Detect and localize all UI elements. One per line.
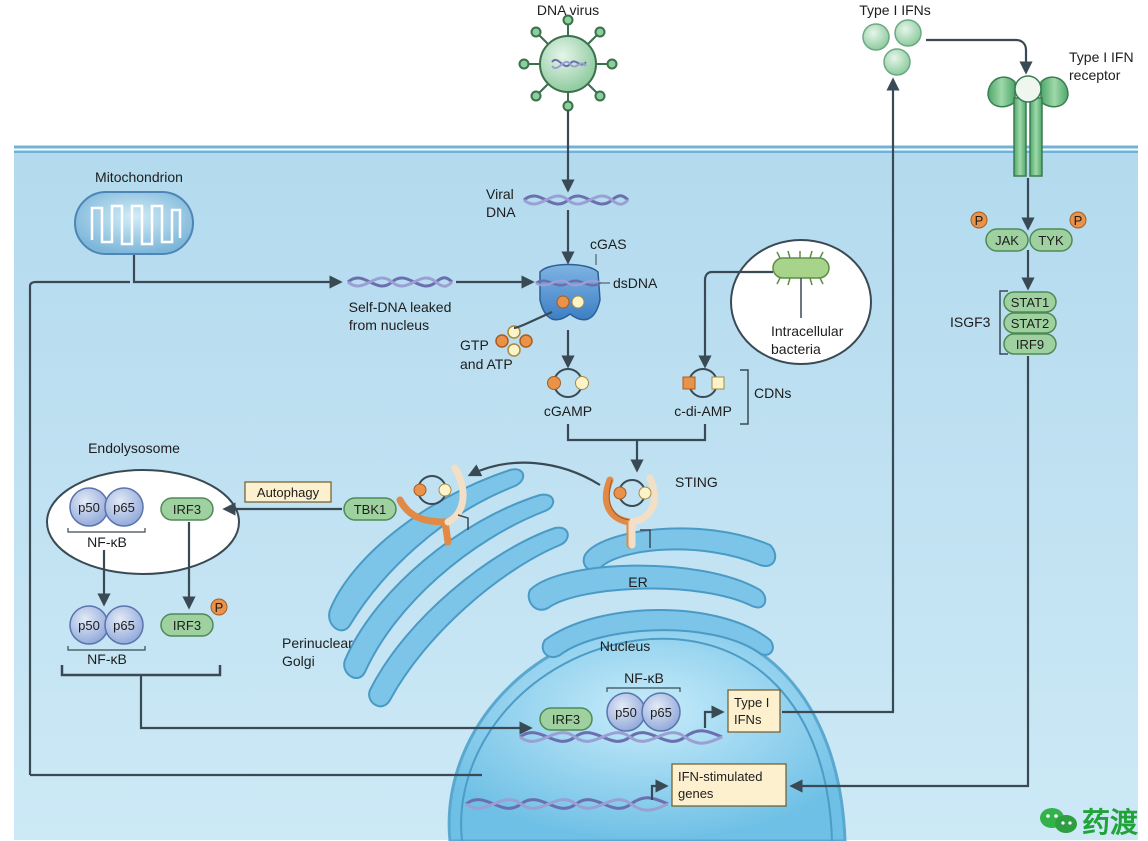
- cgamp-label: cGAMP: [544, 403, 592, 419]
- svg-text:IRF3: IRF3: [173, 618, 201, 633]
- cdns-label: CDNs: [754, 385, 791, 401]
- svg-text:IRF3: IRF3: [173, 502, 201, 517]
- svg-text:IFNs: IFNs: [734, 712, 762, 727]
- nfkb-label: NF-κB: [624, 670, 664, 686]
- p65-label: p65: [113, 618, 135, 633]
- phosphate-label: P: [975, 213, 984, 228]
- cgas-enzyme: [535, 254, 610, 321]
- svg-text:genes: genes: [678, 786, 714, 801]
- golgi-label-1: Perinuclear: [282, 635, 353, 651]
- nfkb-label: NF-κB: [87, 534, 127, 550]
- cdiamp-molecule: [682, 368, 725, 398]
- irf3-endolysosome: IRF3: [160, 497, 214, 521]
- p65-label: p65: [650, 705, 672, 720]
- cgas-label: cGAS: [590, 236, 627, 252]
- nfkb-complex-nucleus: p50 p65 NF-κB: [606, 670, 681, 732]
- endolysosome: [46, 469, 240, 575]
- ifn-receptor-label-2: receptor: [1069, 67, 1121, 83]
- nfkb-complex-cytoplasm: p50 p65 NF-κB: [67, 605, 146, 667]
- gtp-label-1: GTP: [460, 337, 489, 353]
- self-dna-label-1: Self-DNA leaked: [349, 299, 452, 315]
- arrows: [28, 38, 1035, 800]
- golgi-apparatus: [328, 468, 569, 708]
- sting-golgi: [396, 464, 469, 546]
- bacteria-label-1: Intracellular: [771, 323, 844, 339]
- nfkb-complex-endolysosome: p50 p65 NF-κB: [67, 487, 146, 550]
- watermark-text: 药渡: [1082, 806, 1139, 839]
- svg-text:JAK: JAK: [995, 233, 1019, 248]
- gtp-atp-molecules: [495, 325, 533, 357]
- gtp-label-2: and ATP: [460, 356, 513, 372]
- viral-dna-helix: [523, 194, 630, 206]
- isgf3-complex: STAT1 STAT2 IRF9: [1003, 291, 1057, 355]
- mitochondrion: [74, 191, 194, 255]
- self-dna-helix: [347, 276, 454, 288]
- p65-label: p65: [113, 500, 135, 515]
- irf3-phosphorylated: IRF3 P: [160, 598, 228, 637]
- sting-er: [602, 474, 658, 549]
- svg-text:Type I: Type I: [734, 695, 769, 710]
- endolysosome-label: Endolysosome: [88, 440, 180, 456]
- er-label: ER: [628, 574, 647, 590]
- self-dna-label-2: from nucleus: [349, 317, 429, 333]
- cgamp-molecule: [547, 368, 589, 398]
- p50-label: p50: [615, 705, 637, 720]
- svg-text:TYK: TYK: [1038, 233, 1064, 248]
- irf3-nucleus: IRF3: [539, 707, 593, 731]
- ifn-receptor: [987, 75, 1069, 177]
- ifn-receptor-label-1: Type I IFN: [1069, 49, 1134, 65]
- nucleus-label: Nucleus: [600, 638, 651, 654]
- viral-dna-label-1: Viral: [486, 186, 514, 202]
- svg-text:TBK1: TBK1: [354, 502, 387, 517]
- p50-label: p50: [78, 500, 100, 515]
- sting-label: STING: [675, 474, 718, 490]
- jak-pill: JAK P: [970, 211, 1029, 252]
- isgf3-label: ISGF3: [950, 314, 991, 330]
- p50-label: p50: [78, 618, 100, 633]
- svg-text:IFN-stimulated: IFN-stimulated: [678, 769, 763, 784]
- svg-text:Autophagy: Autophagy: [257, 485, 320, 500]
- type1-ifn-molecules: [862, 19, 922, 76]
- phosphate-label: P: [215, 600, 224, 615]
- bacterium: [772, 250, 830, 318]
- viral-dna-label-2: DNA: [486, 204, 516, 220]
- endoplasmic-reticulum: [527, 527, 777, 659]
- dsdna-label: dsDNA: [613, 275, 658, 291]
- phosphate-label: P: [1074, 213, 1083, 228]
- tyk-pill: TYK P: [1029, 211, 1087, 252]
- isg-gene-box: IFN-stimulated genes: [671, 763, 787, 807]
- stat1-label: STAT1: [1011, 295, 1050, 310]
- nfkb-label: NF-κB: [87, 651, 127, 667]
- nuclear-dna-helix-upper: [519, 729, 723, 745]
- dna-virus-particle: [518, 14, 618, 112]
- stat2-label: STAT2: [1011, 316, 1050, 331]
- svg-text:IRF3: IRF3: [552, 712, 580, 727]
- dna-virus-label: DNA virus: [537, 2, 599, 18]
- autophagy-box: Autophagy: [244, 481, 332, 503]
- mitochondrion-label: Mitochondrion: [95, 169, 183, 185]
- cdns-bracket: [740, 369, 749, 425]
- tbk1-pill: TBK1: [343, 497, 397, 521]
- type1-ifns-gene-box: Type I IFNs: [727, 689, 781, 733]
- golgi-label-2: Golgi: [282, 653, 315, 669]
- type1-ifns-label: Type I IFNs: [859, 2, 931, 18]
- irf9-label: IRF9: [1016, 337, 1044, 352]
- wechat-watermark: 药渡: [1040, 806, 1139, 839]
- cdiamp-label: c-di-AMP: [674, 403, 732, 419]
- nuclear-dna-helix-lower: [465, 796, 669, 812]
- bacteria-label-2: bacteria: [771, 341, 821, 357]
